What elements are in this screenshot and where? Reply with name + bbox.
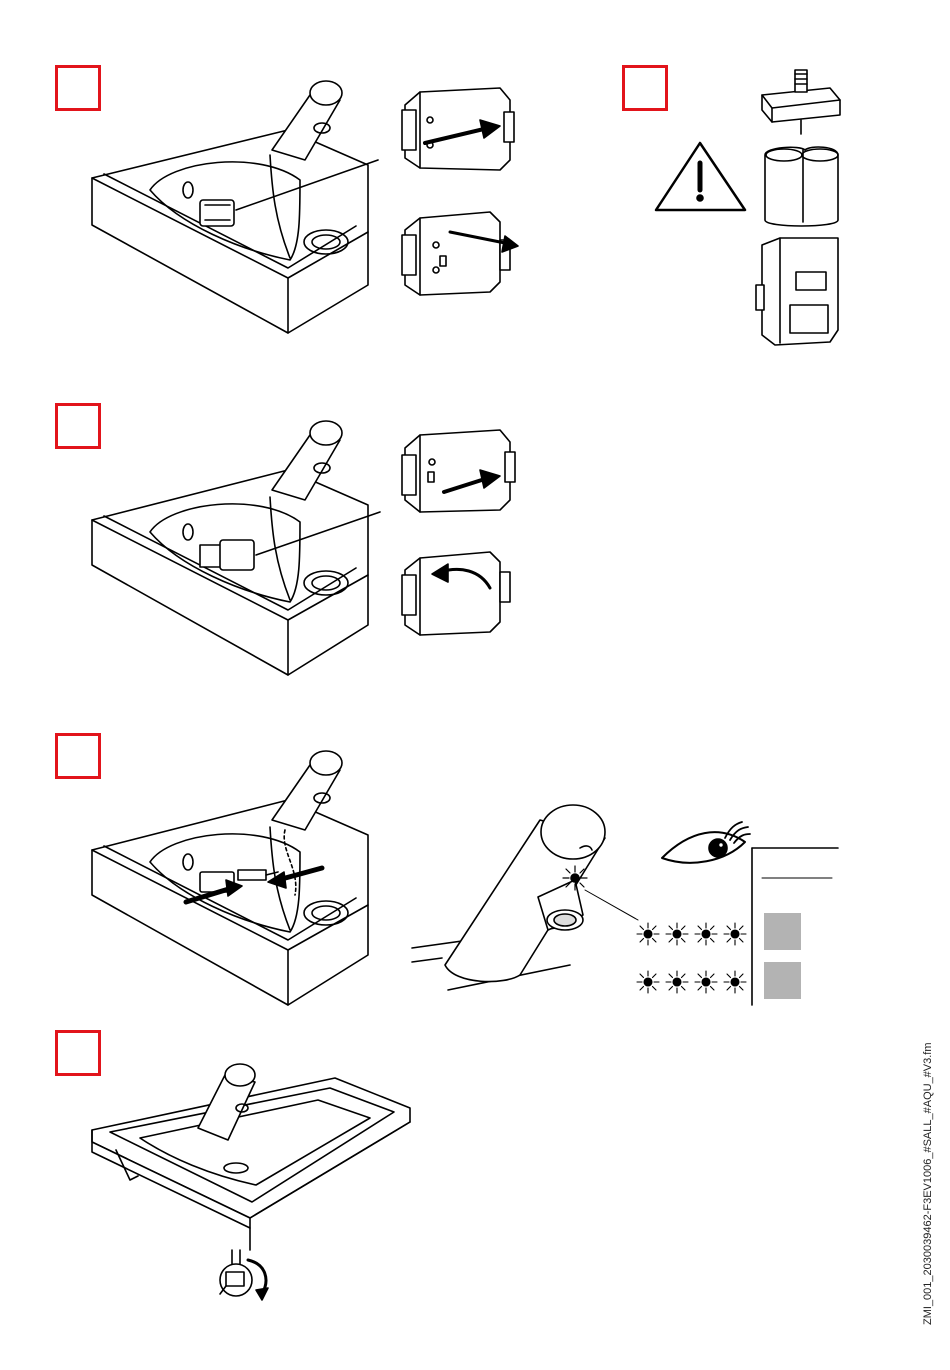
step4-faucet-closeup [412,805,605,990]
step1-battery-unit-detail [402,88,518,295]
led-flash-row-2 [637,971,746,993]
led-status-square-2 [764,962,801,999]
step3-battery-unit-detail [402,430,515,635]
step4-faucet [272,751,342,830]
step4-basin-illustration [92,751,368,1005]
led-flash-row-1 [637,923,746,945]
step3-basin-illustration [92,421,380,675]
eye-icon [662,822,750,863]
document-footer-code: ZMI_001_2030039462-F3EV1006_#SALL_#AQU_#… [922,1042,934,1325]
step1-basin-illustration [92,81,378,333]
step5-washbasin-illustration [92,1064,410,1250]
battery-parts-exploded [756,70,840,345]
step1-faucet [272,81,342,160]
supply-valve-icon [220,1250,268,1300]
warning-triangle-icon [656,143,745,210]
led-status-square-1 [764,913,801,950]
step3-faucet [272,421,342,500]
